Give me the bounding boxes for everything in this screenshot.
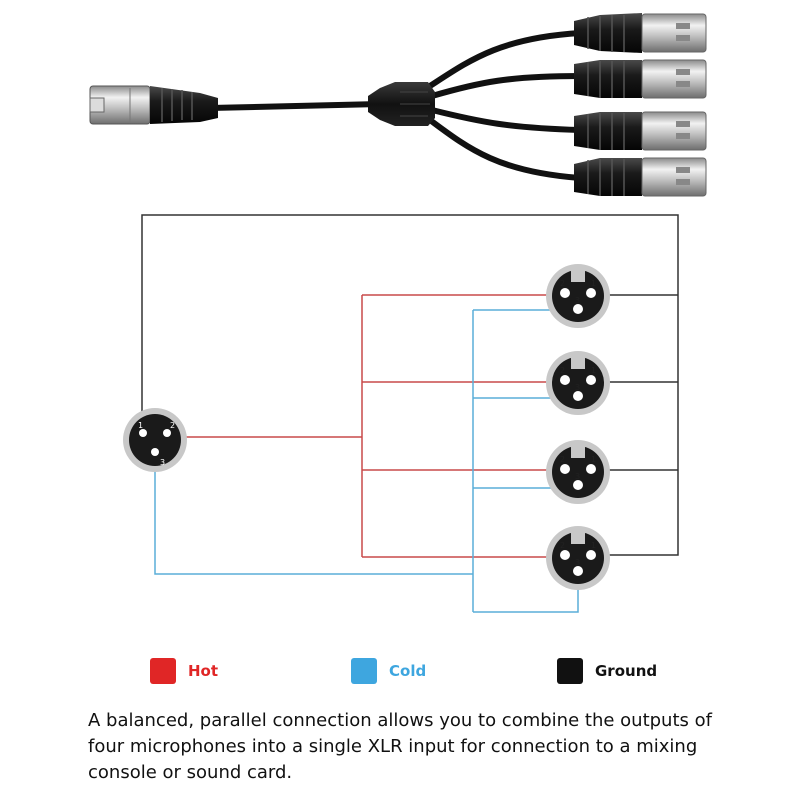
female-xlr-symbol-3: 2 1 3 — [546, 440, 610, 504]
main-cable — [209, 101, 381, 111]
f2-pin-3-label: 3 — [575, 383, 580, 392]
cold-wires — [154, 309, 579, 613]
cold-swatch — [351, 658, 377, 684]
f1-pin-2-label: 2 — [560, 279, 565, 288]
f1-pin-1-label: 1 — [591, 279, 596, 288]
female-xlr-connector-1 — [574, 13, 707, 53]
female-xlr-connector-2 — [574, 59, 707, 99]
legend-hot: Hot — [150, 656, 218, 686]
male-pin-2-label: 2 — [170, 421, 175, 430]
f3-pin-3-label: 3 — [575, 472, 580, 481]
female-xlr-connector-3 — [574, 111, 707, 151]
hot-wires — [176, 294, 560, 558]
branch-cable-1 — [428, 30, 581, 89]
male-xlr-connector — [89, 85, 218, 125]
caption-text: A balanced, parallel connection allows y… — [88, 710, 712, 783]
legend-ground-label: Ground — [595, 662, 658, 680]
ground-wires — [141, 214, 679, 556]
legend-hot-label: Hot — [188, 662, 219, 680]
f2-pin-2-label: 2 — [560, 366, 565, 375]
male-xlr-symbol: 1 2 3 — [123, 408, 187, 472]
wiring-schematic: 1 2 3 2 1 3 2 1 3 — [123, 214, 679, 613]
male-pin-1-label: 1 — [138, 421, 143, 430]
branch-cable-3 — [431, 107, 581, 133]
hot-swatch — [150, 658, 176, 684]
f3-pin-1-label: 1 — [591, 455, 596, 464]
branch-cable-2 — [431, 73, 581, 99]
legend-cold-label: Cold — [389, 662, 427, 680]
female-xlr-connector-4 — [574, 157, 707, 197]
f1-pin-3-label: 3 — [575, 296, 580, 305]
male-pin-3-label: 3 — [160, 458, 165, 467]
f3-pin-2-label: 2 — [560, 455, 565, 464]
female-xlr-symbol-2: 2 1 3 — [546, 351, 610, 415]
branch-cable-4 — [428, 117, 581, 181]
ground-swatch — [557, 658, 583, 684]
legend-ground: Ground — [557, 656, 657, 686]
f4-pin-2-label: 2 — [560, 541, 565, 550]
f4-pin-1-label: 1 — [591, 541, 596, 550]
f4-pin-3-label: 3 — [575, 558, 580, 567]
f2-pin-1-label: 1 — [591, 366, 596, 375]
female-xlr-symbol-1: 2 1 3 — [546, 264, 610, 328]
female-xlr-symbol-4: 2 1 3 — [546, 526, 610, 590]
splitter-cable-illustration — [89, 13, 707, 197]
legend-cold: Cold — [351, 656, 426, 686]
